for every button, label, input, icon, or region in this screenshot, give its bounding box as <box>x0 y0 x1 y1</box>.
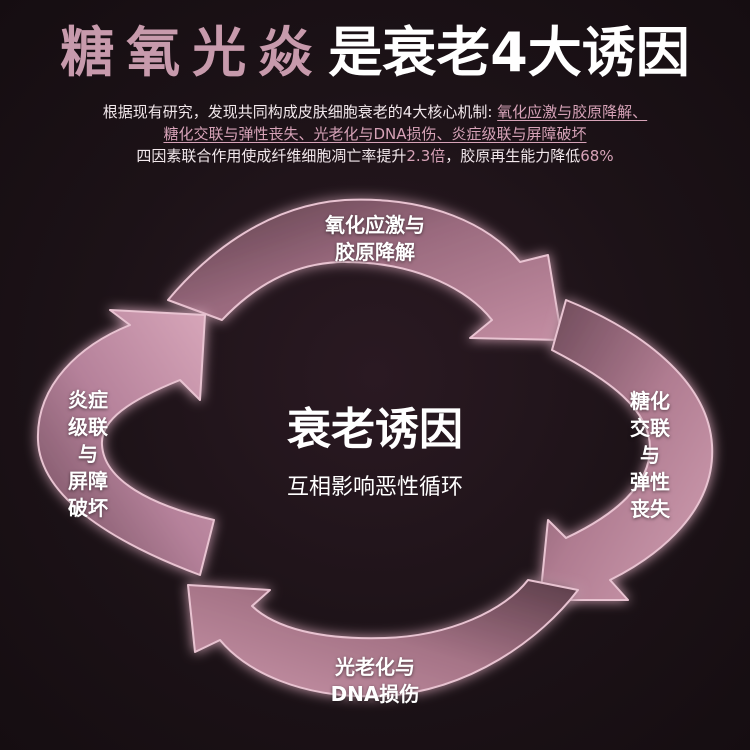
description-line-3: 四因素联合作用使成纤维细胞凋亡率提升2.3倍，胶原再生能力降低68% <box>136 147 614 165</box>
highlight-mechanisms-2: 糖化交联与弹性丧失、光老化与DNA损伤、炎症级联与屏障破坏 <box>163 125 587 143</box>
description-line-1: 根据现有研究，发现共同构成皮肤细胞衰老的4大核心机制: 氧化应激与胶原降解、 <box>102 103 648 121</box>
title-statement: 是衰老4大诱因 <box>328 21 690 84</box>
description-line-2: 糖化交联与弹性丧失、光老化与DNA损伤、炎症级联与屏障破坏 <box>0 123 750 145</box>
page-title: 糖氧光焱 是衰老4大诱因 <box>0 14 750 92</box>
description: 根据现有研究，发现共同构成皮肤细胞衰老的4大核心机制: 氧化应激与胶原降解、 糖… <box>0 101 750 167</box>
center-title: 衰老诱因 <box>287 404 463 455</box>
node-photoaging: 光老化与 DNA损伤 <box>330 655 420 706</box>
arrow-left <box>36 309 215 576</box>
node-inflammation: 炎症 级联 与 屏障 破坏 <box>68 388 108 520</box>
arrow-right <box>539 299 714 601</box>
node-glycation: 糖化 交联 与 弹性 丧失 <box>630 389 670 521</box>
arrow-top <box>167 198 563 341</box>
center-subtitle: 互相影响恶性循环 <box>286 475 463 500</box>
title-keywords: 糖氧光焱 <box>60 21 325 84</box>
node-oxidation: 氧化应激与 胶原降解 <box>325 213 425 264</box>
highlight-mechanisms-1: 氧化应激与胶原降解、 <box>497 103 648 121</box>
stat-collagen: 68% <box>580 147 614 165</box>
arrow-bottom <box>187 579 579 698</box>
stat-apoptosis: 2.3倍 <box>406 147 446 165</box>
